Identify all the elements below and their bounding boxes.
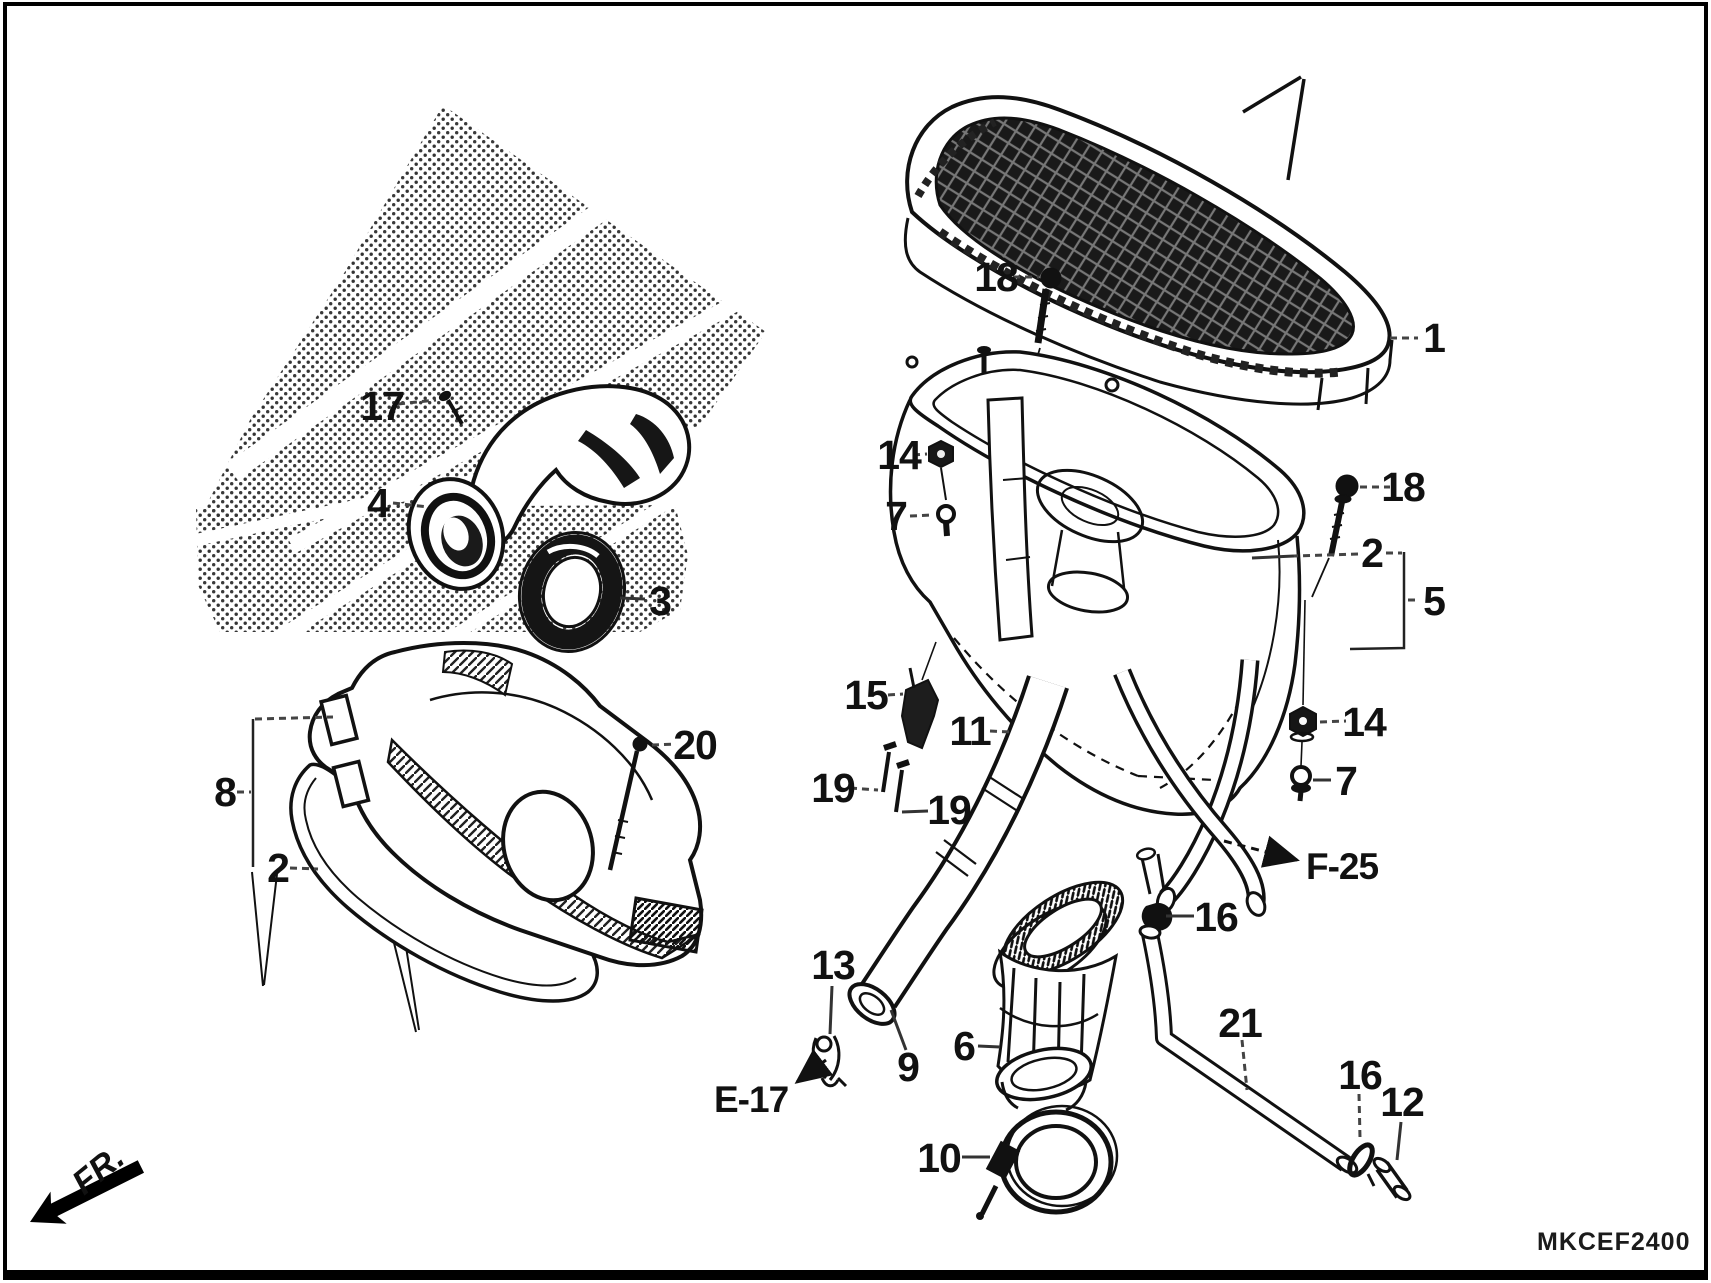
case-assembly-drawing xyxy=(888,346,1306,917)
nut-part14-left-drawing xyxy=(928,439,954,501)
callout-20: 20 xyxy=(673,722,717,768)
intake-duct-part4-drawing xyxy=(406,384,692,591)
callout-14-b: 14 xyxy=(1342,699,1387,745)
page-frame xyxy=(3,2,1708,1280)
clamp-part10-drawing xyxy=(976,1104,1119,1220)
nut-part14-right-drawing xyxy=(1289,599,1317,767)
callout-18-b: 18 xyxy=(1381,464,1425,510)
callout-9: 9 xyxy=(897,1044,919,1090)
ref-label-f25: F-25 xyxy=(1306,846,1379,887)
bolt-part7-left-drawing xyxy=(936,504,956,537)
diagram-code: MKCEF2400 xyxy=(1537,1228,1691,1256)
front-arrow-icon xyxy=(30,1160,145,1224)
callout-16-a: 16 xyxy=(1194,894,1238,940)
callout-13: 13 xyxy=(811,942,855,988)
screw-part17-drawing xyxy=(438,390,465,426)
callout-6: 6 xyxy=(953,1023,975,1069)
callout-18-a: 18 xyxy=(974,254,1018,300)
callout-21: 21 xyxy=(1218,1000,1262,1046)
callout-7-a: 7 xyxy=(885,493,907,539)
funnel-part6-drawing xyxy=(992,880,1125,1112)
callout-3: 3 xyxy=(649,578,671,624)
clamp-part13-drawing xyxy=(811,1035,848,1088)
callout-14-a: 14 xyxy=(877,432,922,478)
front-direction-marker: FR. xyxy=(30,1138,145,1224)
drain-tube-part21-drawing xyxy=(1138,924,1359,1175)
callout-10: 10 xyxy=(917,1135,961,1181)
screws-part19-drawing xyxy=(881,741,910,813)
callout-11: 11 xyxy=(949,708,991,754)
ref-label-e17: E-17 xyxy=(714,1079,788,1120)
callout-5: 5 xyxy=(1423,578,1445,624)
callout-4: 4 xyxy=(367,480,390,526)
leader-lines xyxy=(237,275,1420,1161)
inlet-tube-part9-drawing xyxy=(847,675,1069,1026)
callout-17: 17 xyxy=(360,383,404,429)
clip-part16-lower-drawing xyxy=(1347,1142,1376,1187)
callout-2-a: 2 xyxy=(1361,530,1383,576)
sensor-part15-drawing xyxy=(900,641,940,750)
ref-e17-arrow xyxy=(794,1048,834,1084)
ref-f25-arrow xyxy=(1223,835,1300,868)
callout-19-a: 19 xyxy=(811,765,855,811)
callout-19-b: 19 xyxy=(927,787,971,833)
seal-ring-part3-drawing xyxy=(517,531,627,653)
joint-part12-drawing xyxy=(1372,1156,1412,1202)
bolt-part18-right-drawing xyxy=(1311,474,1359,598)
callout-2-b: 2 xyxy=(267,845,289,891)
cover-part8-drawing xyxy=(251,641,704,1033)
callout-7-b: 7 xyxy=(1335,758,1357,804)
bolt-part7-right-drawing xyxy=(1290,765,1312,802)
callout-8: 8 xyxy=(214,769,236,815)
callout-16-b: 16 xyxy=(1338,1052,1382,1098)
callout-12: 12 xyxy=(1380,1079,1424,1125)
screw-part20-drawing xyxy=(607,736,648,871)
callout-1: 1 xyxy=(1423,315,1445,361)
callout-labels: 17 4 3 18 14 7 1 18 2 5 14 7 15 11 19 19… xyxy=(214,254,1446,1181)
air-filter-part1-drawing xyxy=(903,75,1394,411)
callout-15: 15 xyxy=(844,672,888,718)
